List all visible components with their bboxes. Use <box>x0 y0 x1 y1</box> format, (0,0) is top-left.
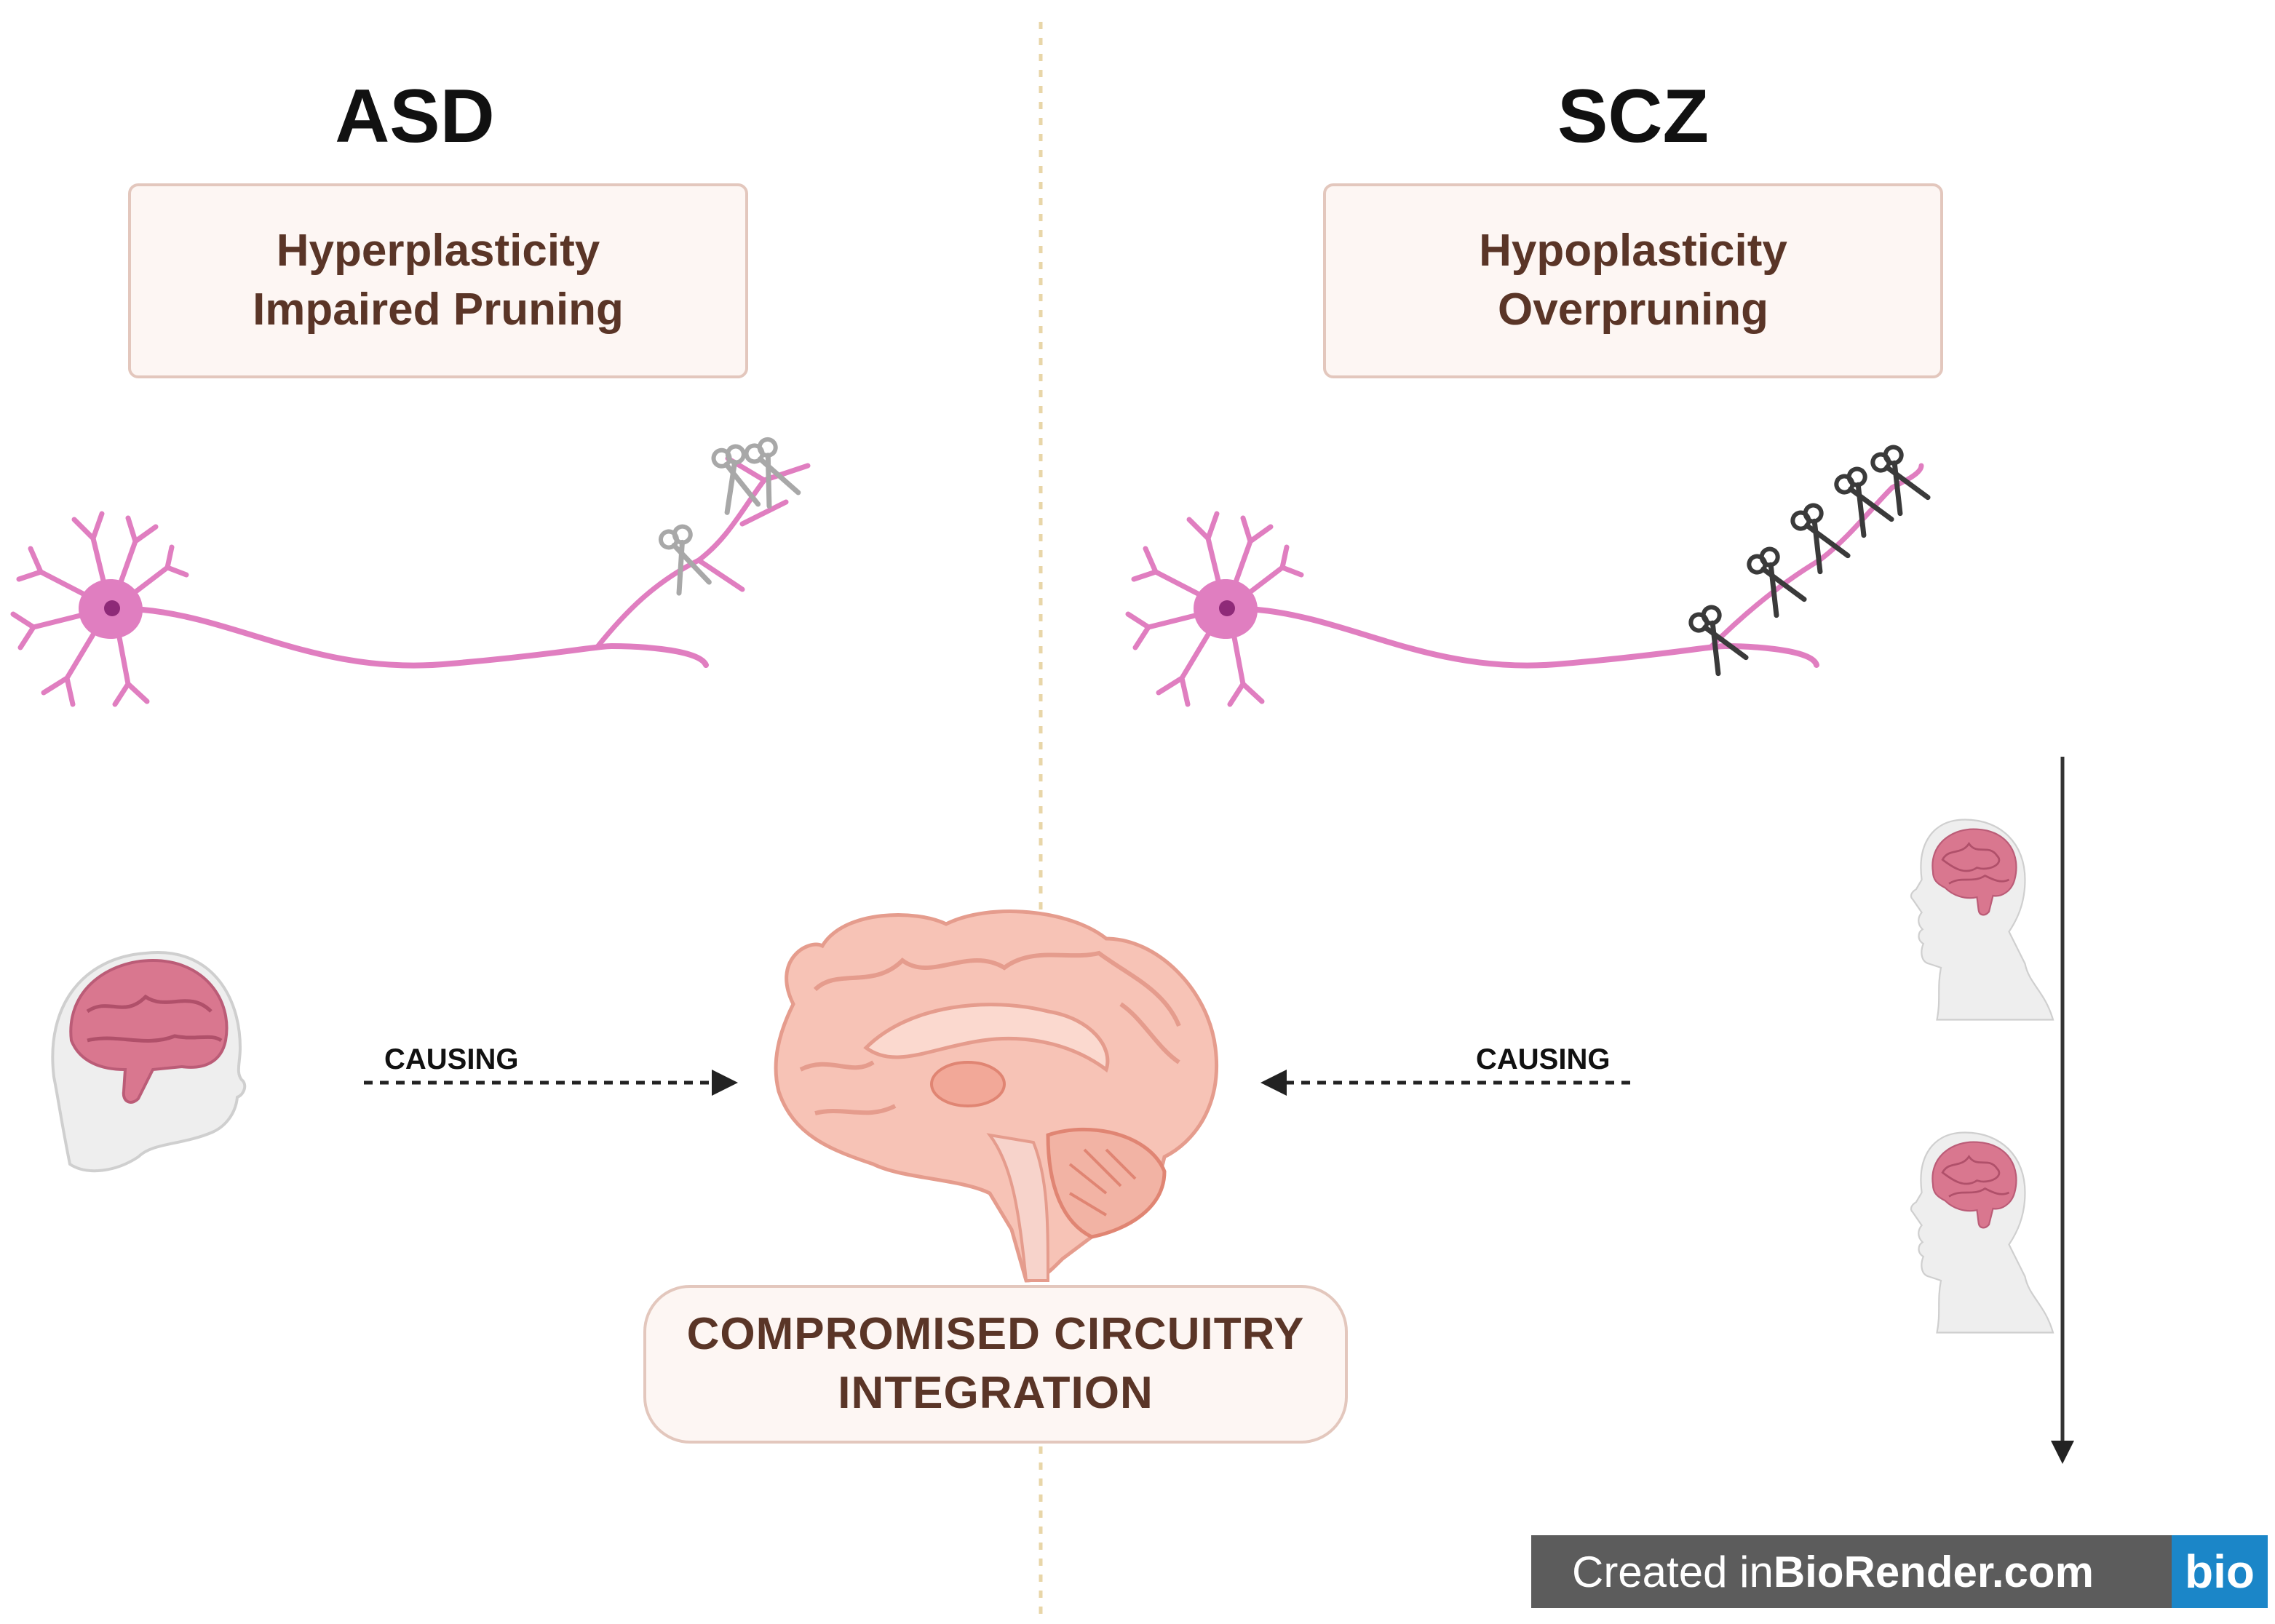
credit-brand: BioRender.com <box>1773 1547 2094 1596</box>
causing-label-right: CAUSING <box>1476 1043 1611 1075</box>
neuron-icon <box>13 455 811 704</box>
timeline-arrow-icon <box>2051 757 2074 1464</box>
asd-description-line1: Hyperplasticity <box>276 226 600 276</box>
adult-head-brain-icon <box>1910 1131 2054 1334</box>
scissors-icon <box>1687 444 1928 674</box>
asd-description-box: Hyperplasticity Impaired Pruning <box>128 183 748 378</box>
biorender-logo[interactable]: bio <box>2172 1535 2268 1608</box>
outcome-line2: INTEGRATION <box>838 1368 1154 1418</box>
credit-prefix: Created in <box>1572 1547 1774 1596</box>
neuron-icon <box>1128 463 1924 704</box>
scz-heading: SCZ <box>1557 74 1709 159</box>
causing-arrow-right <box>1260 1070 1632 1096</box>
biorender-credit[interactable]: Created in BioRender.com <box>1531 1535 2172 1608</box>
adult-head-brain-icon <box>1910 819 2054 1021</box>
infant-head-brain-icon <box>51 951 247 1173</box>
causing-label-left: CAUSING <box>384 1043 519 1075</box>
outcome-box: COMPROMISED CIRCUITRY INTEGRATION <box>643 1285 1348 1444</box>
scissors-icon <box>658 437 798 593</box>
outcome-line1: COMPROMISED CIRCUITRY <box>686 1309 1305 1360</box>
brain-sagittal-icon <box>774 909 1218 1283</box>
asd-heading: ASD <box>335 74 495 159</box>
scz-description-line1: Hypoplasticity <box>1479 226 1787 276</box>
scz-description-box: Hypoplasticity Overpruning <box>1323 183 1943 378</box>
asd-description-line2: Impaired Pruning <box>253 284 624 335</box>
causing-arrow-left <box>364 1070 738 1096</box>
scz-description-line2: Overpruning <box>1497 284 1769 335</box>
